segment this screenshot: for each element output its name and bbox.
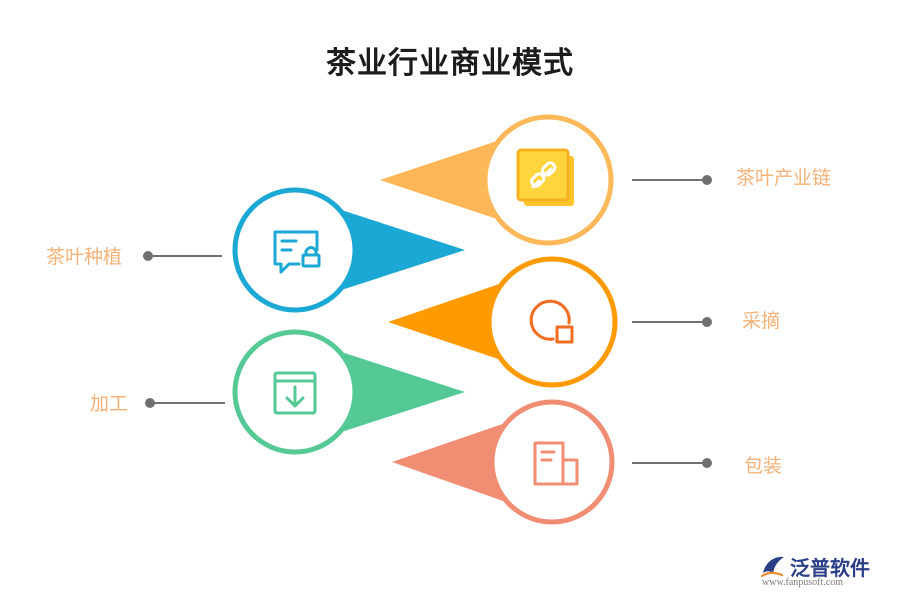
label-tea-planting: 茶叶种植 [46,246,123,268]
pie-chart-icon [529,299,574,344]
node-ring [232,187,358,313]
connector-dot [145,398,155,408]
item-tea-planting [143,187,465,313]
link-icon [516,148,574,206]
connector-dot [143,251,153,261]
diagram-title: 茶业行业商业模式 [326,46,574,81]
brand-logo-icon [760,556,784,578]
label-industry-chain: 茶叶产业链 [736,167,832,189]
item-industry-chain [380,114,712,246]
brand-name: 泛普软件 [790,556,870,580]
brand-watermark: 泛普软件 www.fanpusoft.com [760,550,890,594]
node-ring [486,256,618,388]
label-processing: 加工 [90,393,129,415]
brand-url: www.fanpusoft.com [762,577,844,588]
label-picking: 采摘 [742,310,781,332]
connector-dot [702,458,712,468]
connector-dot [702,317,712,327]
document-icon [533,441,579,486]
label-packaging: 包装 [744,455,783,477]
connector-dot [702,175,712,185]
download-box-icon [273,371,317,415]
message-lock-icon [273,230,321,274]
item-processing [145,329,465,455]
item-picking [388,256,712,388]
item-packaging [392,399,712,525]
node-ring [489,399,615,525]
